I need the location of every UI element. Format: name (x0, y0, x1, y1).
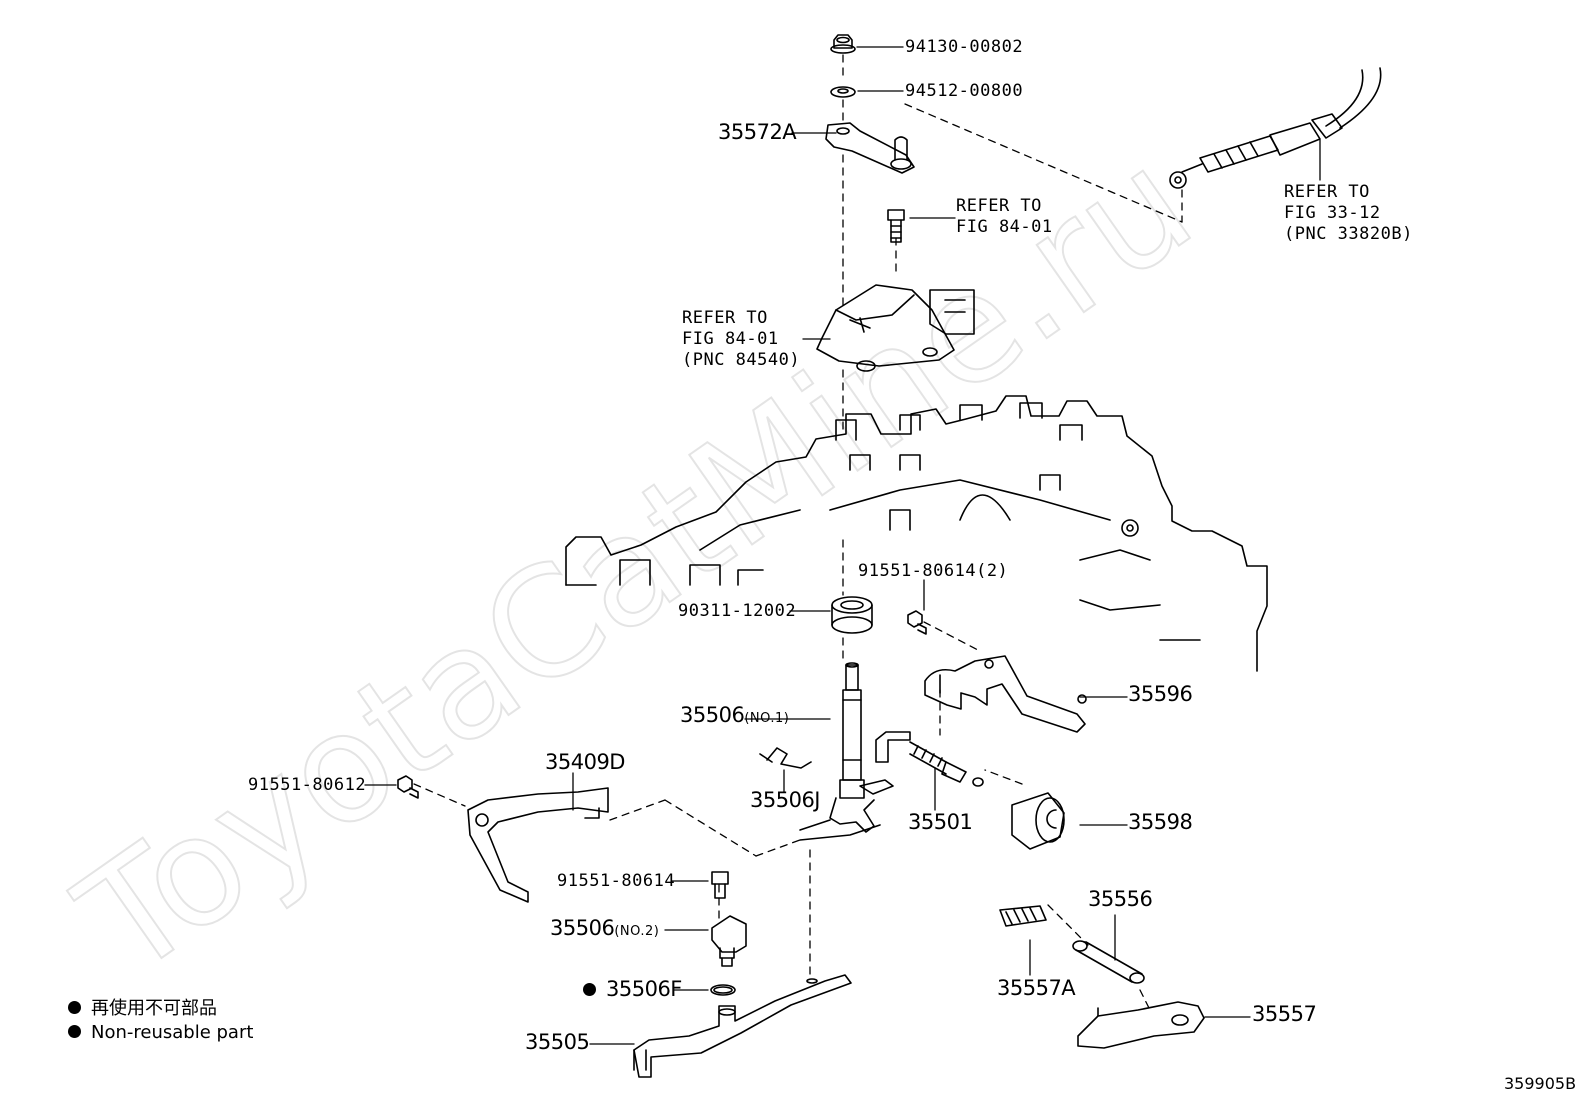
label-35598: 35598 (1128, 810, 1193, 834)
bolt-ref-84-01 (887, 209, 905, 243)
assembly-lines (413, 54, 1183, 1011)
label-91551-80614: 91551-80614 (557, 871, 676, 891)
oring-35506F (710, 984, 736, 996)
label-90311-12002: 90311-12002 (678, 601, 797, 621)
pin-35556 (1072, 940, 1145, 984)
legend-dot-icon (68, 1024, 81, 1038)
nut-94130 (830, 34, 856, 54)
oil-seal-90311 (831, 596, 873, 634)
label-35501: 35501 (908, 810, 973, 834)
leader-lines (364, 46, 1321, 1045)
label-35557: 35557 (1252, 1002, 1317, 1026)
lever-35409D (467, 787, 609, 903)
legend-jp: 再使用不可部品 (68, 994, 217, 1020)
non-reusable-dot (583, 982, 596, 996)
part-35506-no2 (711, 915, 747, 967)
lever-35572A (825, 122, 915, 174)
clip-35506J (759, 747, 812, 769)
shaft-35506-no1 (799, 662, 894, 841)
legend-dot-icon (68, 1000, 81, 1014)
label-94512-00800: 94512-00800 (905, 81, 1024, 101)
label-35596: 35596 (1128, 682, 1193, 706)
label-35506-no1: 35506(NO.1) (680, 703, 790, 727)
lever-35557 (1077, 1001, 1205, 1049)
label-35506F: 35506F (583, 979, 682, 1001)
label-35506J: 35506J (750, 788, 821, 812)
bracket-35596 (924, 655, 1087, 733)
bolt-91551-80614-2 (907, 610, 927, 635)
legend-en: Non-reusable part (68, 1022, 253, 1043)
label-94130-00802: 94130-00802 (905, 37, 1024, 57)
label-91551-80614-2: 91551-80614(2) (858, 561, 1009, 581)
label-91551-80612: 91551-80612 (248, 775, 367, 795)
diagram-code: 359905B (1504, 1074, 1577, 1093)
label-35572A: 35572A (718, 120, 797, 144)
bolt-91551-80614 (711, 871, 729, 899)
bolt-91551-80612 (397, 775, 419, 799)
lever-35505 (633, 974, 852, 1078)
rod-35501 (875, 731, 984, 787)
transmission-case (565, 395, 1268, 672)
collar-35598 (1011, 792, 1065, 850)
shift-cable (1169, 67, 1382, 189)
label-35557A: 35557A (997, 976, 1076, 1000)
label-35506-no2: 35506(NO.2) (550, 916, 660, 940)
label-35505: 35505 (525, 1030, 590, 1054)
label-35409D: 35409D (545, 750, 625, 774)
spring-35557A (999, 905, 1047, 927)
label-35556: 35556 (1088, 887, 1153, 911)
washer-94512 (830, 86, 856, 98)
neutral-switch (816, 284, 975, 372)
